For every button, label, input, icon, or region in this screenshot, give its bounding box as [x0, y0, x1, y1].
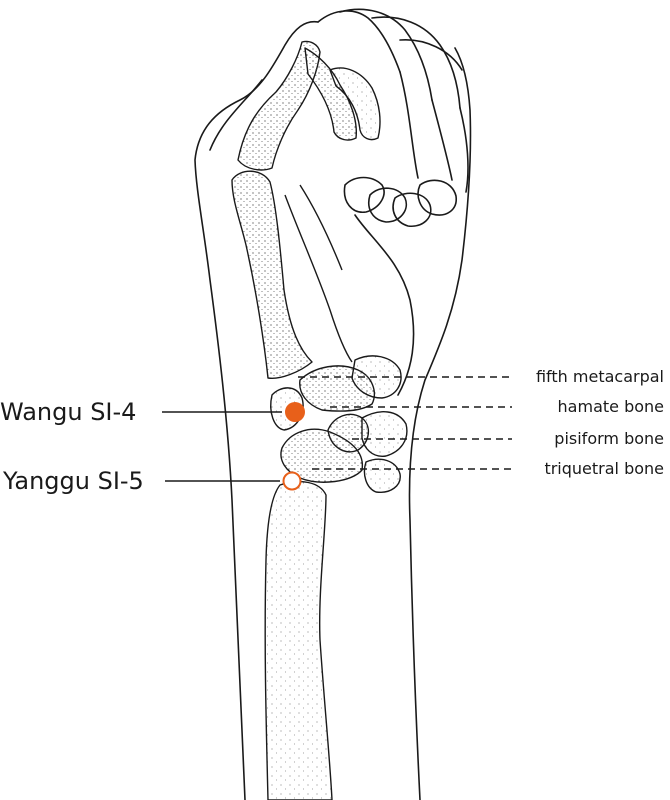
bones: [231, 40, 408, 800]
wangu-label: Wangu SI-4: [0, 398, 137, 426]
fifth-metacarpal-bone: [231, 170, 313, 379]
fifth-metacarpal-label: fifth metacarpal: [535, 367, 664, 386]
arm-outline: [194, 8, 472, 800]
hamate-bone-label: hamate bone: [557, 397, 664, 416]
phalanx-bone: [237, 40, 321, 171]
triquetral-bone-label: triquetral bone: [544, 459, 664, 478]
structure-leaders: [298, 376, 512, 470]
yanggu-label: Yanggu SI-5: [3, 467, 144, 495]
yanggu-point-marker: [282, 471, 302, 491]
pisiform-bone-label: pisiform bone: [554, 429, 664, 448]
wangu-point-marker: [285, 402, 305, 422]
point-leaders: [162, 411, 282, 482]
ulna-bone: [264, 480, 333, 800]
